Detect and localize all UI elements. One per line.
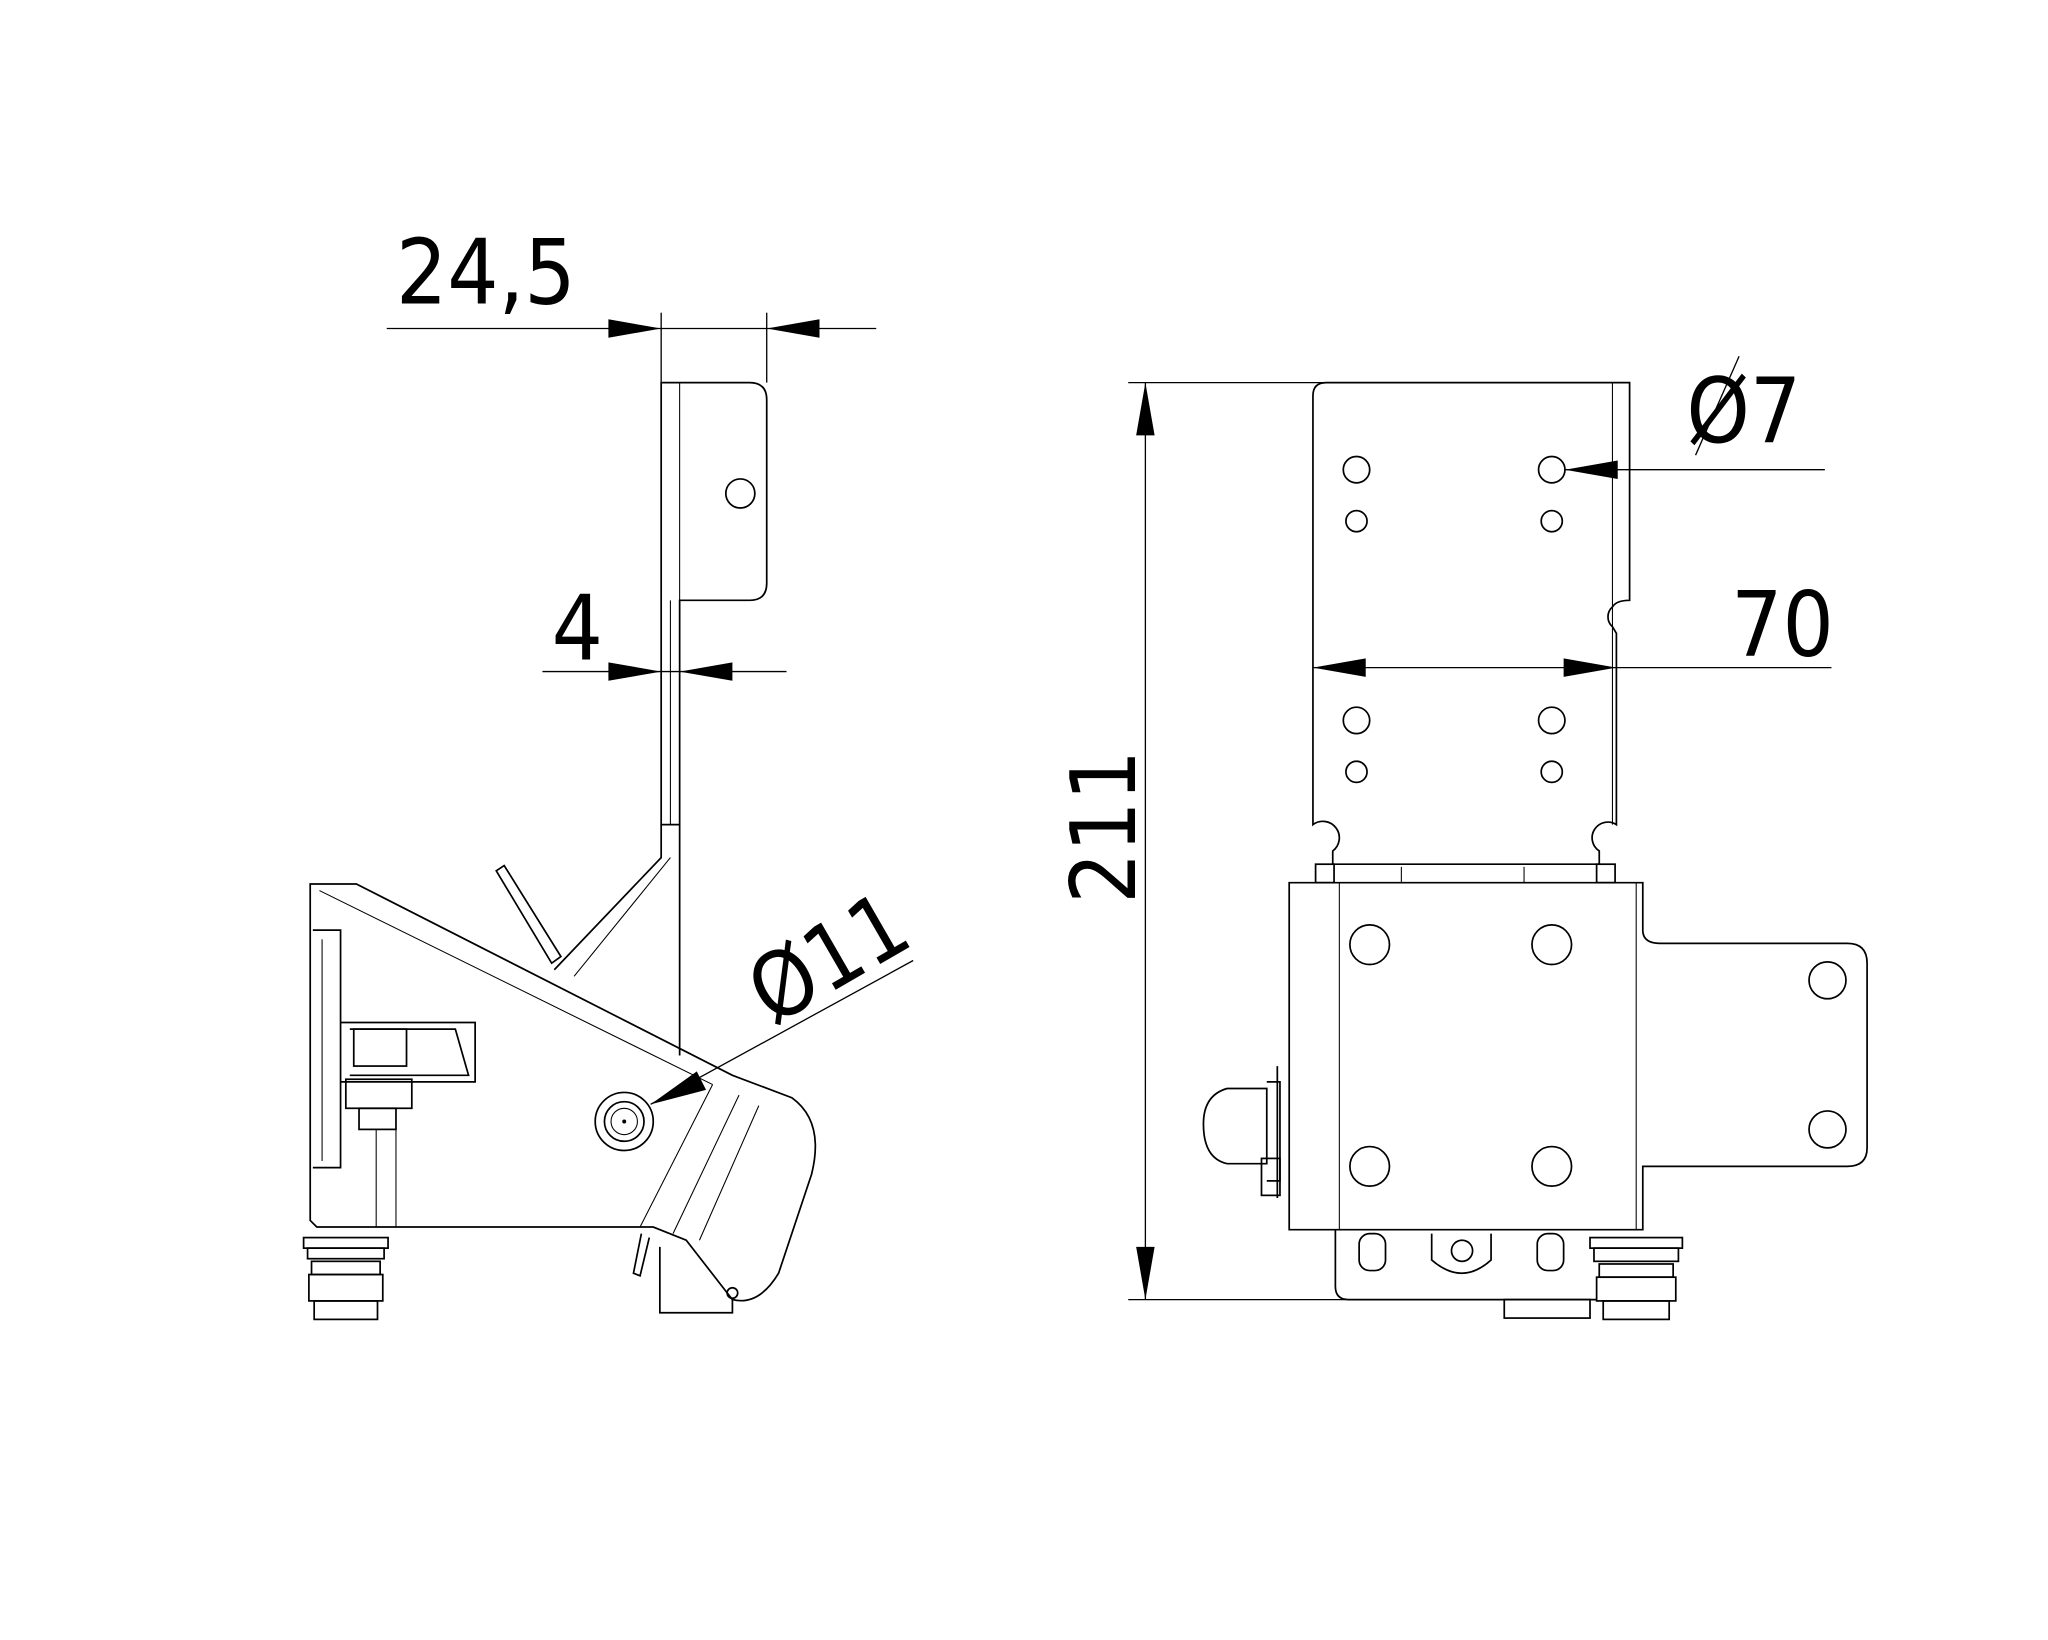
dim-width-label: 24,5	[396, 221, 576, 325]
dim-pin-diameter-label: Ø11	[731, 872, 927, 1045]
front-view: 211 Ø7 70	[1053, 355, 1868, 1321]
dim-height-label: 211	[1053, 750, 1157, 904]
dim-hole-spacing-label: 70	[1731, 574, 1834, 678]
side-view: 24,5 4 Ø11	[302, 221, 927, 1321]
dim-hole-diameter-label: Ø7	[1686, 360, 1801, 464]
dim-thickness-label: 4	[552, 578, 603, 682]
